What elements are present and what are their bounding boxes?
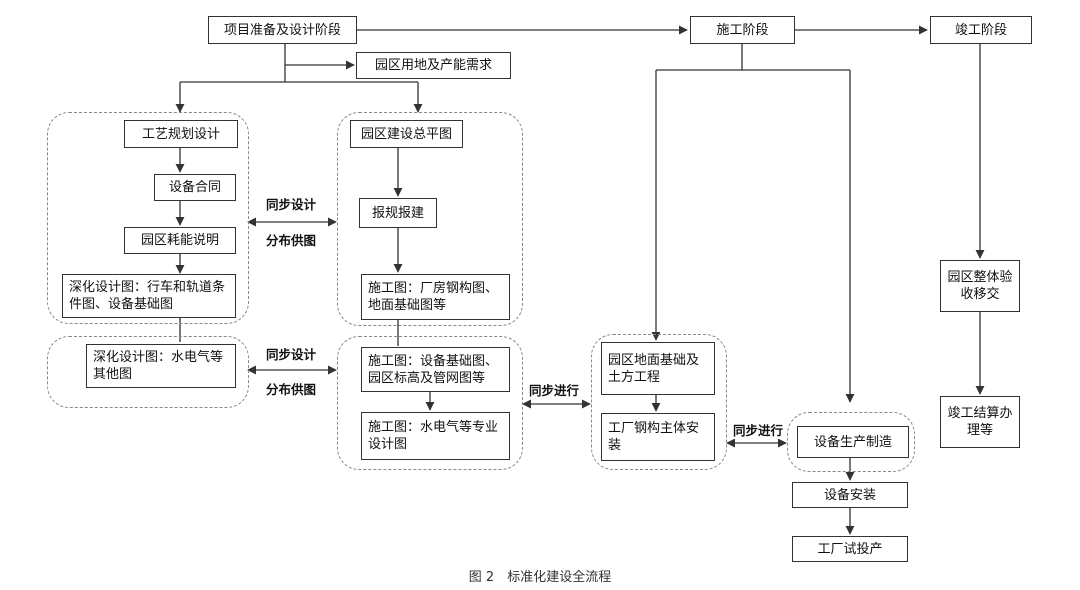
node-energy-description: 园区耗能说明 — [124, 227, 236, 254]
label-parallel-2: 同步进行 — [731, 420, 786, 439]
node-construction-steel: 施工图：厂房钢构图、地面基础图等 — [361, 274, 510, 320]
label-distributed-supply-2: 分布供图 — [264, 379, 319, 398]
node-construction-mep: 施工图：水电气等专业设计图 — [361, 412, 510, 460]
node-process-planning: 工艺规划设计 — [124, 120, 238, 148]
node-overall-acceptance: 园区整体验收移交 — [940, 260, 1020, 312]
node-deep-design-mep: 深化设计图：水电气等其他图 — [86, 344, 236, 388]
label-sync-design-2: 同步设计 — [264, 344, 319, 363]
node-planning-approval: 报规报建 — [359, 198, 437, 228]
node-equipment-installation: 设备安装 — [792, 482, 908, 508]
stage-construction: 施工阶段 — [690, 16, 795, 44]
node-final-settlement: 竣工结算办理等 — [940, 396, 1020, 448]
group-process-design — [47, 112, 249, 324]
label-sync-design-1: 同步设计 — [264, 194, 319, 213]
label-parallel-1: 同步进行 — [527, 380, 582, 399]
node-steel-structure: 工厂钢构主体安装 — [601, 413, 715, 461]
group-master-plan — [337, 112, 523, 326]
group-construction-drawings — [337, 336, 523, 470]
node-construction-equipment-foundation: 施工图：设备基础图、园区标高及管网图等 — [361, 347, 510, 392]
node-equipment-contract: 设备合同 — [154, 174, 236, 201]
label-distributed-supply-1: 分布供图 — [264, 230, 319, 249]
stage-completion: 竣工阶段 — [930, 16, 1032, 44]
node-deep-design-crane: 深化设计图：行车和轨道条件图、设备基础图 — [62, 274, 236, 318]
group-deep-mep — [47, 336, 249, 408]
node-ground-foundation: 园区地面基础及土方工程 — [601, 342, 715, 395]
node-trial-production: 工厂试投产 — [792, 536, 908, 562]
node-master-plan: 园区建设总平图 — [350, 120, 463, 148]
stage-prep: 项目准备及设计阶段 — [208, 16, 357, 44]
node-equipment-manufacturing: 设备生产制造 — [797, 426, 909, 458]
node-land-demand: 园区用地及产能需求 — [356, 52, 511, 79]
group-site-works — [591, 334, 727, 470]
figure-caption: 图 2 标准化建设全流程 — [468, 570, 612, 585]
group-manufacturing — [787, 412, 915, 472]
